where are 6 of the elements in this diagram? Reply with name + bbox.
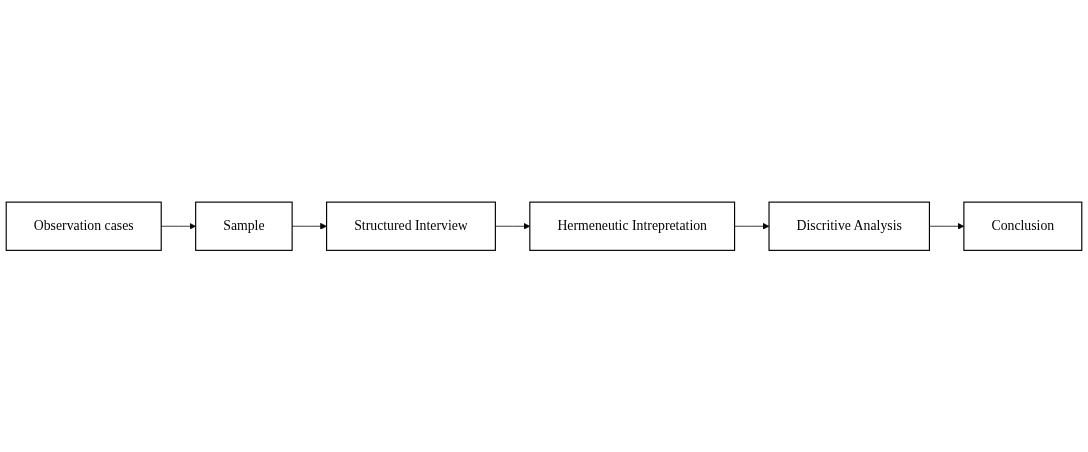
node-box: Hermeneutic Intrepretation [529, 201, 736, 251]
node-box: Observation cases [5, 201, 162, 251]
node-box: Sample [195, 201, 293, 251]
node-box: Structured Interview [326, 201, 496, 251]
node-box: Discritive Analysis [768, 201, 930, 251]
node-box: Conclusion [963, 201, 1083, 251]
